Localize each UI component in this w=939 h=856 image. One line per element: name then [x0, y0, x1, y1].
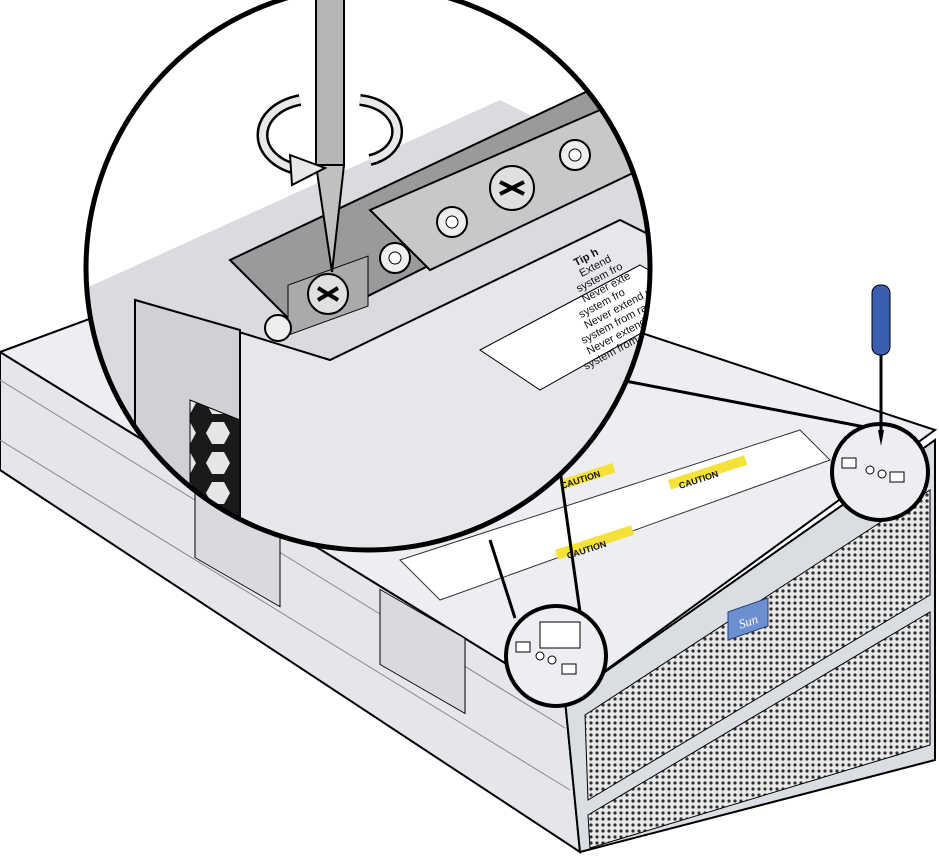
callout-line: [488, 539, 517, 619]
sun-logo-badge: Sun: [727, 597, 769, 641]
front-grille-upper: [584, 489, 931, 801]
callout-line: [619, 378, 871, 430]
svg-text:Sun: Sun: [737, 611, 760, 631]
callout-line: [558, 469, 582, 613]
screwdriver-small-icon: [871, 284, 891, 446]
captive-screw-icon: [287, 165, 535, 336]
mounting-hole-icon: [264, 139, 591, 342]
magnified-detail-circle: Tip h Extend system fro Never exte syste…: [83, 0, 653, 553]
handle-right: [379, 588, 466, 715]
front-grille-lower: [587, 611, 931, 849]
screwdriver-large-icon: [314, 0, 346, 273]
detail-circle-left: [504, 604, 608, 708]
rotate-clockwise-icon: [256, 94, 403, 187]
tip-hazard-label: [479, 264, 650, 391]
